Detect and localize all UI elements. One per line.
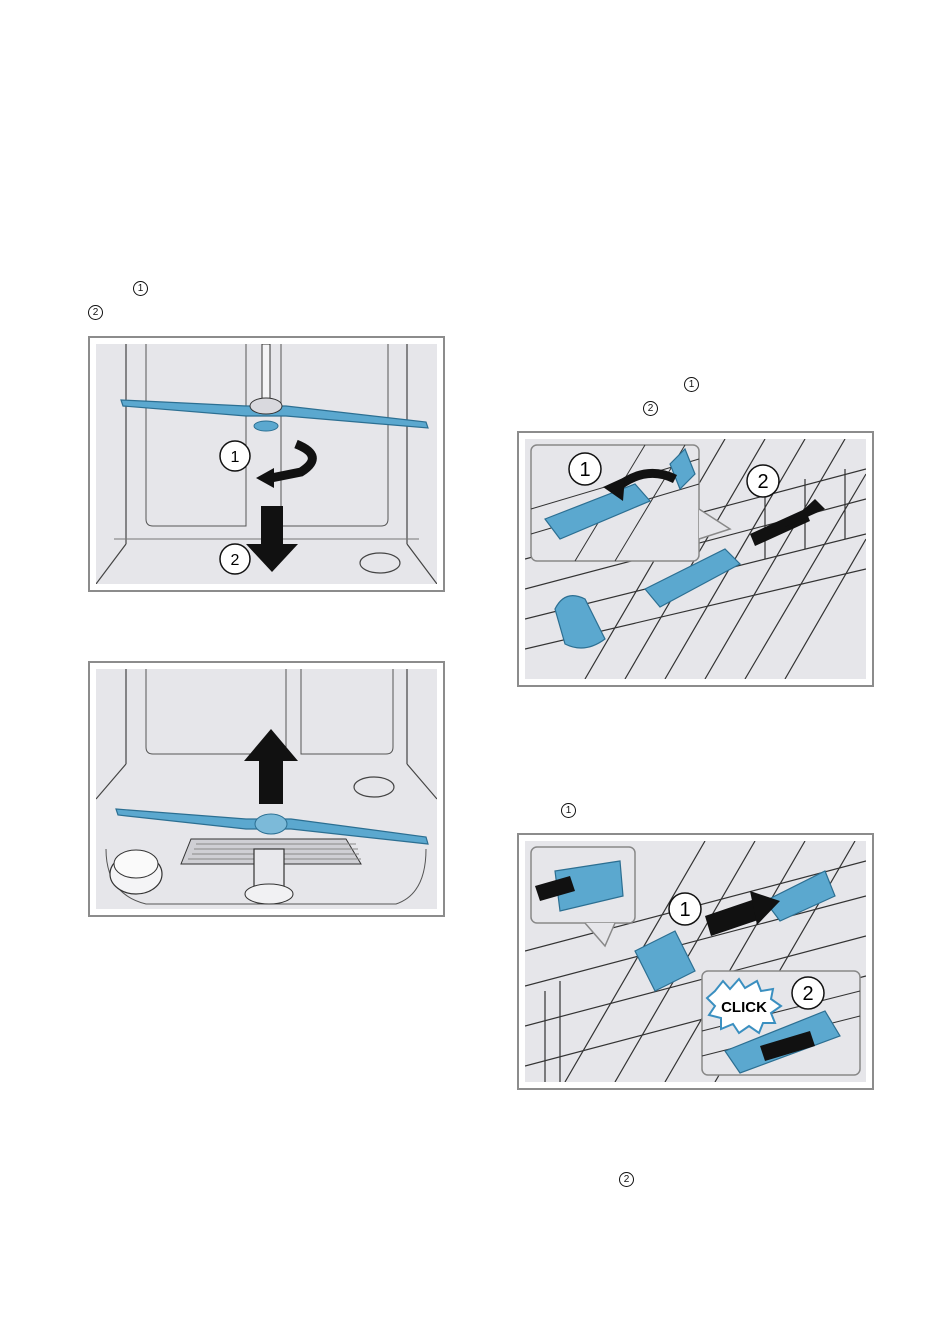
figure-remove-spray-arm: 1 2	[88, 336, 445, 592]
step-marker-1b: 1	[684, 377, 699, 392]
callout-1: 1	[679, 899, 690, 921]
step-marker-1: 1	[133, 281, 148, 296]
callout-2: 2	[231, 552, 240, 569]
figure-refit-illustration	[96, 669, 437, 909]
click-label: CLICK	[721, 999, 767, 1016]
step-marker-2c: 2	[619, 1172, 634, 1187]
figure-insert-upper-arm: CLICK 1 2	[517, 833, 874, 1090]
figure-refit-spray-arm	[88, 661, 445, 917]
figure-remove-illustration: 1 2	[96, 344, 437, 584]
callout-2: 2	[802, 983, 813, 1005]
callout-1: 1	[579, 459, 590, 481]
figure-unlock-upper-arm: 1 2	[517, 431, 874, 687]
callout-1: 1	[231, 449, 240, 466]
step-marker-2b: 2	[643, 401, 658, 416]
callout-2: 2	[757, 471, 768, 493]
step-marker-1c: 1	[561, 803, 576, 818]
figure-unlock-illustration: 1 2	[525, 439, 866, 679]
step-marker-2: 2	[88, 305, 103, 320]
figure-insert-illustration: CLICK 1 2	[525, 841, 866, 1082]
